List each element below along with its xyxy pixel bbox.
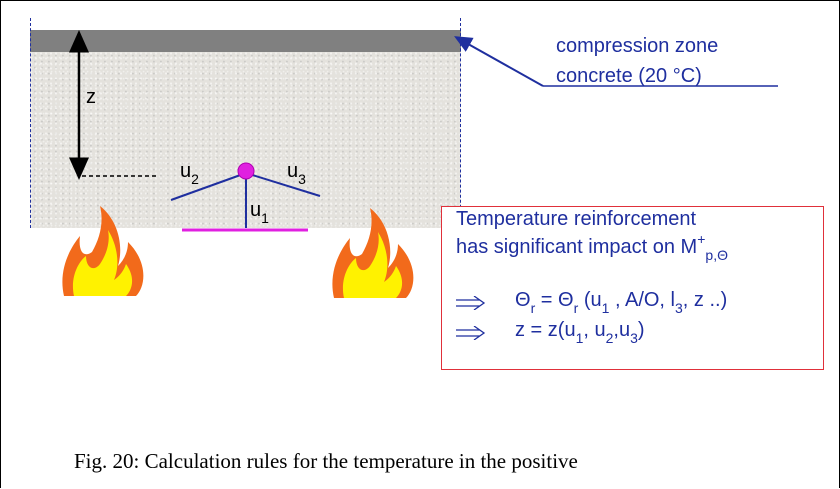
- u2-line: [170, 172, 247, 201]
- implies-arrow-icon-2: [456, 326, 486, 340]
- slab-right-dashed-edge: [460, 18, 461, 228]
- equation-theta-r: Θr = Θr (u1 , A/O, l3, z ..): [515, 289, 728, 316]
- callout-leader-line: [454, 36, 544, 87]
- u3-line: [245, 172, 321, 197]
- equation-z: z = z(u1, u2,u3): [515, 319, 645, 346]
- info-box: Temperature reinforcement has significan…: [441, 206, 824, 370]
- info-line-2: has significant impact on M+p,Θ: [456, 231, 728, 263]
- compression-zone-bar: [30, 30, 461, 52]
- flame-left: [62, 206, 144, 296]
- implies-arrow-icon-1: [456, 296, 486, 310]
- rebar-dot: [237, 162, 255, 180]
- u3-label: u3: [287, 160, 306, 187]
- z-label: z: [86, 86, 96, 108]
- callout-line-2: concrete (20 °C): [556, 65, 702, 87]
- flame-right: [332, 208, 414, 298]
- info-line-1: Temperature reinforcement: [456, 208, 697, 230]
- slab-left-dashed-edge: [30, 18, 31, 228]
- compression-zone-callout: compression zone concrete (20 °C): [556, 31, 718, 91]
- figure-caption: Fig. 20: Calculation rules for the tempe…: [74, 449, 578, 473]
- callout-line-1: compression zone: [556, 35, 719, 57]
- u2-label: u2: [180, 160, 199, 187]
- concrete-slab: [30, 52, 461, 228]
- u1-label: u1: [250, 199, 269, 226]
